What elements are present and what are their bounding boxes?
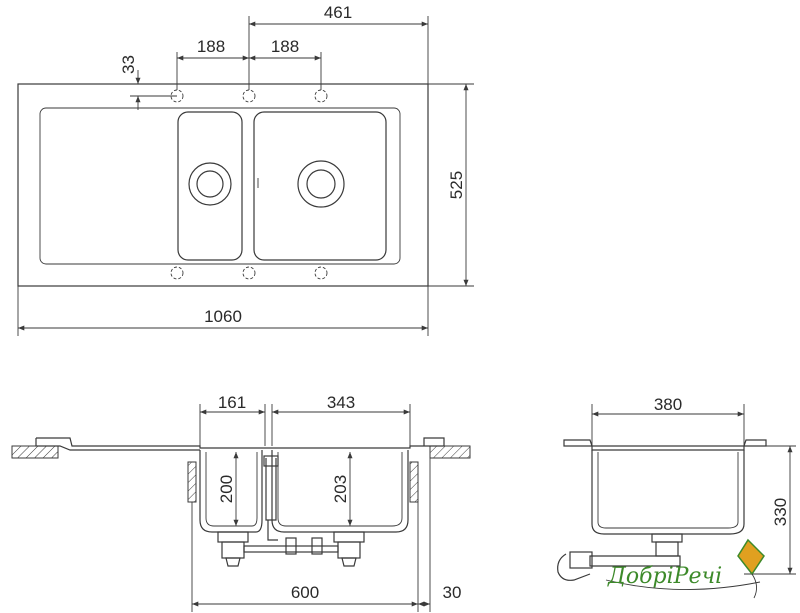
- sink-outer-outline: [17, 83, 429, 287]
- dim-161: 161: [218, 393, 246, 412]
- side-rim-profile: [563, 439, 767, 451]
- cabinet-wall-right: [409, 461, 419, 503]
- small-drain-icon: [188, 162, 232, 206]
- drainboard-area: [39, 107, 401, 265]
- dim-33: 33: [119, 55, 138, 74]
- tap-hole-icons: [170, 89, 328, 280]
- brand-logo: ДобріРечі: [605, 538, 765, 599]
- large-drain-icon: [297, 160, 345, 208]
- cabinet-wall-left: [187, 461, 197, 503]
- dim-200: 200: [217, 475, 236, 503]
- side-bowl-inner: [597, 452, 739, 529]
- dim-380: 380: [654, 395, 682, 414]
- dim-600: 600: [291, 583, 319, 602]
- dim-343: 343: [327, 393, 355, 412]
- top-view: 461 188 188 33 525 1060: [17, 3, 474, 336]
- dim-203: 203: [331, 475, 350, 503]
- small-bowl-outline: [177, 111, 243, 261]
- side-bowl-profile: [591, 450, 745, 535]
- dim-1060: 1060: [204, 307, 242, 326]
- large-bowl-outline: [253, 111, 387, 261]
- dim-188-right: 188: [271, 37, 299, 56]
- front-section-view: 161 343 200 203 600 30: [11, 393, 471, 612]
- countertop-right: [429, 445, 471, 459]
- small-bowl-inner: [205, 452, 258, 527]
- side-section-view: 380 330: [557, 395, 796, 581]
- dim-461: 461: [324, 3, 352, 22]
- large-bowl-inner: [277, 452, 403, 527]
- brand-name: ДобріРечі: [607, 564, 722, 589]
- sink-rim-profile: [35, 437, 445, 451]
- dim-30: 30: [443, 583, 462, 602]
- siphon-assembly-icon: [217, 455, 365, 567]
- dim-525: 525: [447, 171, 466, 199]
- countertop-left: [11, 445, 59, 459]
- dim-188-left: 188: [197, 37, 225, 56]
- dim-330: 330: [771, 498, 790, 526]
- side-drain-icon: [557, 533, 683, 581]
- kite-icon: [737, 538, 765, 576]
